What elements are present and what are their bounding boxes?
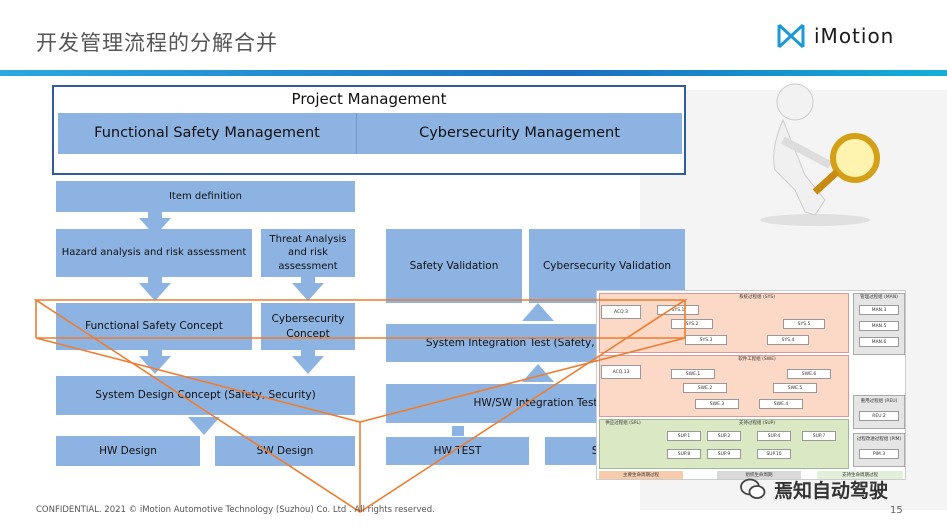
v-outline-back [35, 337, 686, 423]
swe-group-header: 软件工程组 (SWE) [738, 357, 776, 362]
sup2-cell: SUP.2 [707, 431, 741, 441]
sys2-cell: SYS.2 [671, 319, 713, 329]
cybersecurity-concept-box: Cybersecurity Concept [261, 303, 355, 350]
down-arrow-icon [139, 283, 171, 301]
imotion-logo-icon [777, 23, 805, 49]
acq13-cell: ACQ.13 [601, 365, 641, 379]
aspice-process-diagram: 系统过程组 (SYS) ACQ.3 SYS.1 SYS.2 SYS.3 SYS.… [596, 290, 906, 480]
down-arrow-icon [139, 356, 171, 374]
sup-group-header: 支持过程组 (SUP) [738, 421, 776, 426]
sys-group-header: 系统过程组 (SYS) [739, 295, 775, 300]
sys3-cell: SYS.3 [685, 335, 727, 345]
arrow-stem [301, 350, 315, 358]
arrow-stem [148, 212, 162, 220]
swe4-cell: SWE.4 [759, 399, 803, 409]
functional-safety-management: Functional Safety Management [58, 113, 356, 154]
hw-design-box: HW Design [56, 436, 200, 466]
sup9-cell: SUP.9 [707, 449, 741, 459]
project-management-title: Project Management [291, 90, 447, 108]
down-arrow-icon [292, 356, 324, 374]
supporting-lifecycle-label: 支持生命周期过程 [817, 471, 903, 479]
reu-group-header: 重用过程组 (REU) [860, 399, 898, 404]
arrow-stem [301, 277, 315, 285]
watermark: 焉知自动驾驶 [740, 474, 940, 504]
sup8-cell: SUP.8 [667, 449, 701, 459]
functional-safety-concept-box: Functional Safety Concept [56, 303, 252, 350]
sup4-cell: SUP.4 [757, 431, 791, 441]
down-arrow-icon [188, 417, 220, 435]
primary-lifecycle-label: 主要生命周期过程 [599, 471, 683, 479]
v-outline-front [33, 299, 688, 513]
page-number: 15 [890, 505, 903, 516]
arrow-stem [148, 350, 162, 358]
man3-cell: MAN.3 [859, 305, 899, 315]
arrow-stem [148, 277, 162, 285]
pim3-cell: PIM.3 [859, 449, 899, 459]
header-divider [0, 70, 947, 76]
tara-box: Threat Analysis and risk assessment [261, 229, 355, 277]
acq3-cell: ACQ.3 [601, 305, 641, 319]
man6-cell: MAN.6 [859, 337, 899, 347]
cybersecurity-management: Cybersecurity Management [356, 113, 682, 154]
spl-header: 供应过程组 (SPL) [605, 421, 641, 426]
magnifier-figure-illustration [760, 83, 880, 226]
down-arrow-icon [292, 283, 324, 301]
wechat-icon [740, 478, 766, 499]
footer-copyright: CONFIDENTIAL. 2021 © iMotion Automotive … [36, 505, 435, 515]
logo-text: iMotion [814, 24, 895, 48]
sup7-cell: SUP.7 [802, 431, 836, 441]
sys4-cell: SYS.4 [767, 335, 809, 345]
hw-test-box: HW TEST [386, 437, 529, 465]
item-definition-box: Item definition [56, 181, 355, 212]
swe2-cell: SWE.2 [683, 383, 727, 393]
arrow-stem [452, 426, 464, 436]
sys5-cell: SYS.5 [783, 319, 825, 329]
up-arrow-icon [522, 303, 554, 321]
sup1-cell: SUP.1 [667, 431, 701, 441]
sw-design-box: SW Design [215, 436, 355, 466]
pim-group-header: 过程改进过程组 (PIM) [856, 437, 902, 442]
man5-cell: MAN.5 [859, 321, 899, 331]
organizational-lifecycle-label: 组织生命周期 [717, 471, 801, 479]
swe5-cell: SWE.5 [773, 383, 817, 393]
sup10-cell: SUP.10 [757, 449, 791, 459]
man-group-header: 管理过程组 (MAN) [860, 295, 898, 300]
logo: iMotion [776, 20, 926, 52]
hara-box: Hazard analysis and risk assessment [56, 229, 252, 277]
page-title: 开发管理流程的分解合并 [36, 31, 278, 55]
swe6-cell: SWE.6 [787, 369, 831, 379]
swe1-cell: SWE.1 [671, 369, 715, 379]
swe3-cell: SWE.3 [695, 399, 739, 409]
reu2-cell: REU.2 [859, 411, 899, 421]
safety-validation-box: Safety Validation [386, 229, 522, 303]
watermark-text: 焉知自动驾驶 [774, 479, 889, 502]
